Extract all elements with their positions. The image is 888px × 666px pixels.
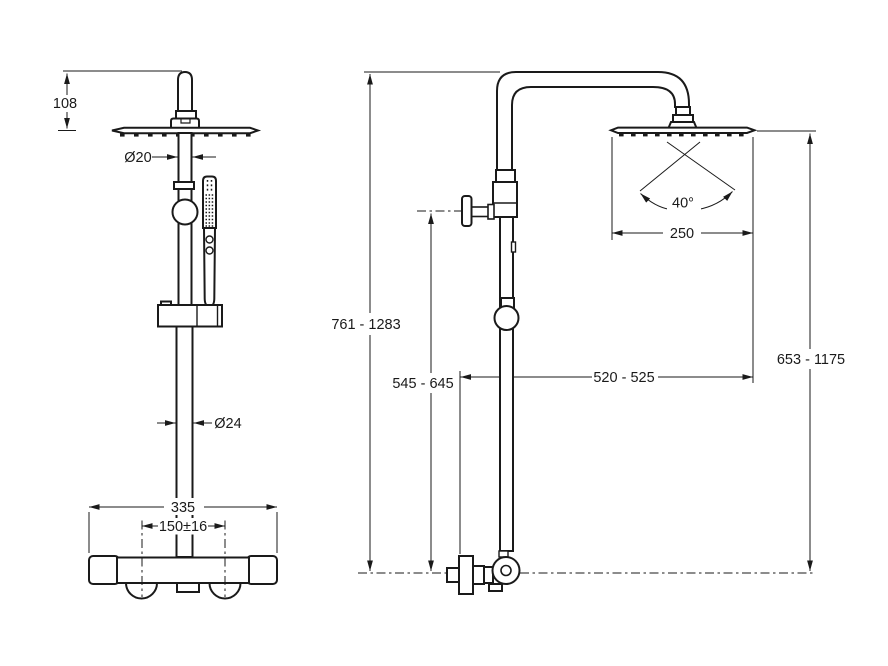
arm-base-upper <box>672 114 694 123</box>
label-head-offset: 108 <box>53 96 77 112</box>
spray-arc-left <box>640 193 671 210</box>
pipe-collar <box>173 181 195 190</box>
holder-tab-side <box>510 241 517 253</box>
rain-head-nozzles-side <box>619 133 744 137</box>
mixer-outlet <box>176 582 200 593</box>
mixer-inlet-left <box>125 582 158 600</box>
diverter-housing <box>492 181 518 218</box>
label-upper-pipe-diameter: Ø20 <box>124 150 151 166</box>
label-diverter-height: 545 - 645 <box>392 376 453 392</box>
pipe-cap <box>177 70 193 112</box>
mixer-knob-neck <box>472 565 485 585</box>
label-total-height: 761 - 1283 <box>331 317 400 333</box>
spray-line-right <box>666 141 736 191</box>
label-reach: 520 - 525 <box>593 370 654 386</box>
rain-head-plate-side <box>608 126 758 134</box>
label-backgrounds <box>50 95 847 535</box>
mixer-cap-left <box>88 555 120 585</box>
mixer-inlet-right <box>208 582 242 600</box>
ball-joint-side <box>493 305 520 331</box>
side-view <box>446 71 758 595</box>
shower-arm <box>496 71 690 171</box>
hand-shower-spray-dots <box>205 180 214 227</box>
dimension-labels: 108 Ø20 Ø24 335 150±16 761 - 1283 545 - … <box>53 96 845 535</box>
label-head-width: 250 <box>670 226 694 242</box>
spray-line-left <box>639 141 701 192</box>
mixer-knob <box>458 555 474 595</box>
label-spray-angle: 40° <box>672 196 694 212</box>
label-inlet-spacing: 150±16 <box>159 519 207 535</box>
arm-nut <box>675 106 691 116</box>
diverter-handle <box>461 195 473 227</box>
slider-bracket-tab <box>160 300 172 306</box>
slider-bracket <box>157 304 223 328</box>
mixer-body-hub <box>500 564 512 577</box>
mixer-body <box>116 556 250 584</box>
hand-shower-button-bottom <box>205 246 214 255</box>
ball-joint <box>171 198 199 226</box>
spray-arc-right <box>697 191 733 210</box>
head-connector-notch <box>180 119 191 124</box>
label-mixer-width: 335 <box>171 500 195 516</box>
diverter-collar <box>495 169 516 183</box>
label-head-height: 653 - 1175 <box>777 352 845 368</box>
hand-shower-button-top <box>205 235 214 244</box>
label-lower-pipe-diameter: Ø24 <box>214 416 241 432</box>
diverter-stem-flange <box>487 203 495 220</box>
mixer-cap-right <box>246 555 278 585</box>
diverter-stem <box>470 206 490 218</box>
mixer-outlet-side <box>488 583 503 592</box>
riser-pipe-side <box>499 216 514 552</box>
